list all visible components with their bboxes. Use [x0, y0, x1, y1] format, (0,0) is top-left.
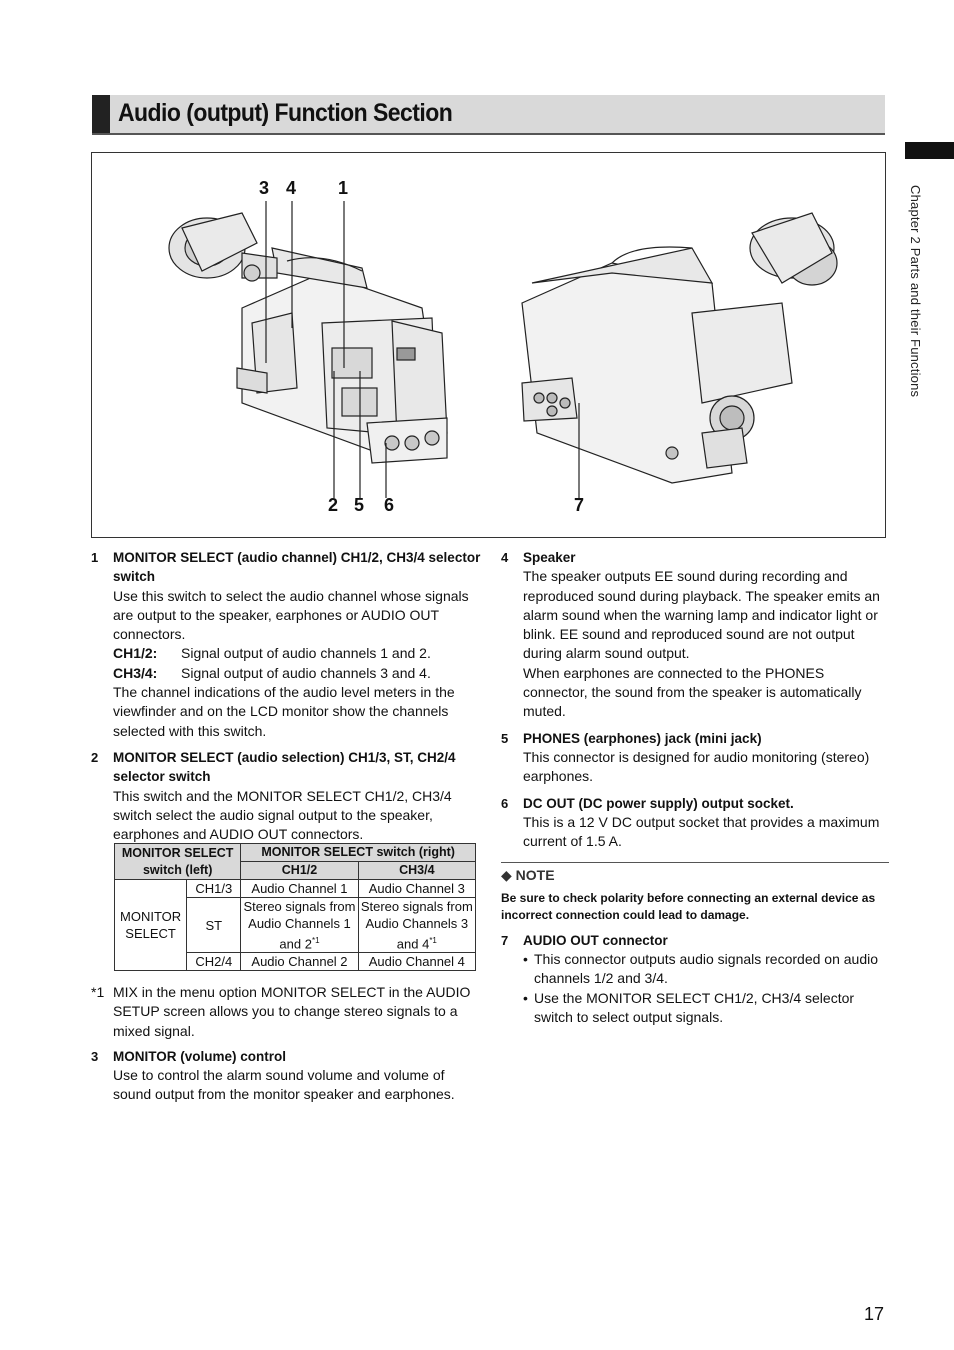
- callout-3: 3: [259, 178, 270, 198]
- item-body: The speaker outputs EE sound during reco…: [523, 568, 880, 662]
- list-item: • This connector outputs audio signals r…: [523, 950, 889, 989]
- note-text: Be sure to check polarity before connect…: [501, 890, 876, 922]
- cell-text: Stereo signals from Audio Channels 3 and…: [360, 899, 473, 952]
- item-4: 4 Speaker The speaker outputs EE sound d…: [501, 548, 889, 722]
- bullet-icon: •: [523, 951, 528, 968]
- item-number: 5: [501, 730, 509, 746]
- item-6: 6 DC OUT (DC power supply) output socket…: [501, 794, 889, 852]
- item-body-2: The channel indications of the audio lev…: [113, 684, 455, 739]
- camera-figure: 3 4 1 2 5 6 7: [91, 152, 886, 538]
- table-cell: Audio Channel 3: [357, 879, 477, 898]
- item-heading: Speaker: [523, 550, 576, 565]
- page-title: Audio (output) Function Section: [118, 99, 453, 127]
- list-item: • Use the MONITOR SELECT CH1/2, CH3/4 se…: [523, 989, 889, 1028]
- row-label: ST: [186, 896, 242, 954]
- row-label: CH2/4: [186, 952, 242, 972]
- monitor-select-table-render: MONITOR SELECT switch (left) MONITOR SEL…: [113, 843, 477, 972]
- item-body: Use this switch to select the audio chan…: [113, 587, 469, 643]
- item-number: 2: [91, 749, 99, 765]
- option-ch34: CH3/4: Signal output of audio channels 3…: [113, 664, 481, 683]
- table-row: MONITOR SELECT CH1/3 Audio Channel 1 Aud…: [113, 878, 477, 972]
- bullet-text: Use the MONITOR SELECT CH1/2, CH3/4 sele…: [534, 989, 855, 1025]
- callout-5: 5: [354, 495, 365, 515]
- table-cell: Stereo signals from Audio Channels 3 and…: [357, 896, 477, 954]
- table-row: ST Stereo signals from Audio Channels 1 …: [115, 896, 477, 954]
- item-1: 1 MONITOR SELECT (audio channel) CH1/2, …: [91, 548, 481, 741]
- item-number: 1: [91, 550, 99, 565]
- callout-1: 1: [338, 178, 349, 198]
- title-marker: [92, 95, 110, 133]
- note-heading: ◆ NOTE: [501, 866, 889, 885]
- item-heading: AUDIO OUT connector: [523, 932, 668, 948]
- item-number: 3: [91, 1048, 99, 1064]
- footnote-ref: *1: [429, 936, 437, 945]
- table-cell: Stereo signals from Audio Channels 1 and…: [240, 896, 359, 954]
- row-group-label: MONITOR SELECT: [113, 878, 188, 972]
- item-body: This is a 12 V DC output socket that pro…: [523, 813, 880, 850]
- item-2: 2 MONITOR SELECT (audio selection) CH1/3…: [91, 748, 481, 844]
- item-body: Use to control the alarm sound volume an…: [113, 1067, 455, 1103]
- camera-left-drawing: [168, 212, 448, 464]
- item-3: 3 MONITOR (volume) control Use to contro…: [91, 1047, 481, 1105]
- table-col-ch34: CH3/4: [357, 861, 477, 880]
- item-heading: DC OUT (DC power supply) output socket.: [523, 795, 794, 811]
- footnote-mark: *1: [91, 984, 105, 1000]
- table-cell: Audio Channel 2: [240, 952, 359, 972]
- table-header-left: MONITOR SELECT switch (left): [113, 843, 242, 880]
- page-number: 17: [864, 1304, 885, 1324]
- footnote-text: MIX in the menu option MONITOR SELECT in…: [113, 984, 471, 1039]
- bullet-text: This connector outputs audio signals rec…: [534, 951, 878, 987]
- table-footnote: *1 MIX in the menu option MONITOR SELECT…: [91, 983, 481, 1041]
- option-ch12: CH1/2: Signal output of audio channels 1…: [113, 644, 481, 663]
- item-heading: PHONES (earphones) jack (mini jack): [523, 730, 762, 746]
- camera-right-drawing: [521, 212, 838, 484]
- footnote-ref: *1: [311, 936, 320, 945]
- item-body: This switch and the MONITOR SELECT CH1/2…: [113, 787, 452, 843]
- cell-text: Stereo signals from Audio Channels 1 and…: [243, 899, 356, 952]
- left-column-lower: *1 MIX in the menu option MONITOR SELECT…: [91, 983, 481, 1112]
- left-column: 1 MONITOR SELECT (audio channel) CH1/2, …: [91, 548, 481, 851]
- camera-illustration: [168, 201, 838, 498]
- option-value: Signal output of audio channels 1 and 2.: [181, 645, 431, 662]
- option-key: CH3/4:: [113, 664, 158, 681]
- item-number: 7: [501, 932, 509, 948]
- item-heading: MONITOR SELECT (audio channel) CH1/2, CH…: [113, 550, 481, 585]
- table-cell: Audio Channel 4: [357, 952, 477, 972]
- item-body: This connector is designed for audio mon…: [523, 748, 870, 785]
- chapter-tab: [905, 142, 954, 159]
- note-label: NOTE: [515, 867, 555, 884]
- item-body-2: When earphones are connected to the PHON…: [523, 664, 862, 720]
- row-label: CH1/3: [186, 879, 242, 898]
- callout-4: 4: [286, 178, 297, 198]
- chapter-label: Chapter 2 Parts and their Functions: [908, 185, 923, 398]
- note-box: ◆ NOTE Be sure to check polarity before …: [501, 862, 889, 923]
- section-title-bar: Audio (output) Function Section: [92, 95, 885, 135]
- item-number: 6: [501, 795, 509, 811]
- callout-7: 7: [574, 495, 585, 515]
- callout-2: 2: [328, 495, 339, 515]
- option-key: CH1/2:: [113, 645, 158, 662]
- table-row: CH2/4 Audio Channel 2 Audio Channel 4: [115, 952, 477, 972]
- item-number: 4: [501, 550, 509, 565]
- item-heading: MONITOR (volume) control: [113, 1048, 287, 1064]
- table-col-ch12: CH1/2: [240, 861, 359, 880]
- right-column: 4 Speaker The speaker outputs EE sound d…: [501, 548, 889, 1034]
- item-7: 7 AUDIO OUT connector • This connector o…: [501, 931, 889, 1027]
- callout-6: 6: [384, 495, 395, 515]
- bullet-icon: •: [523, 989, 528, 1006]
- option-value: Signal output of audio channels 3 and 4.: [181, 664, 431, 681]
- diamond-icon: ◆: [501, 867, 512, 884]
- item-5: 5 PHONES (earphones) jack (mini jack) Th…: [501, 729, 889, 787]
- item-heading: MONITOR SELECT (audio selection) CH1/3, …: [113, 749, 456, 785]
- table-header-right: MONITOR SELECT switch (right): [240, 843, 476, 862]
- table-cell: Audio Channel 1: [240, 879, 359, 898]
